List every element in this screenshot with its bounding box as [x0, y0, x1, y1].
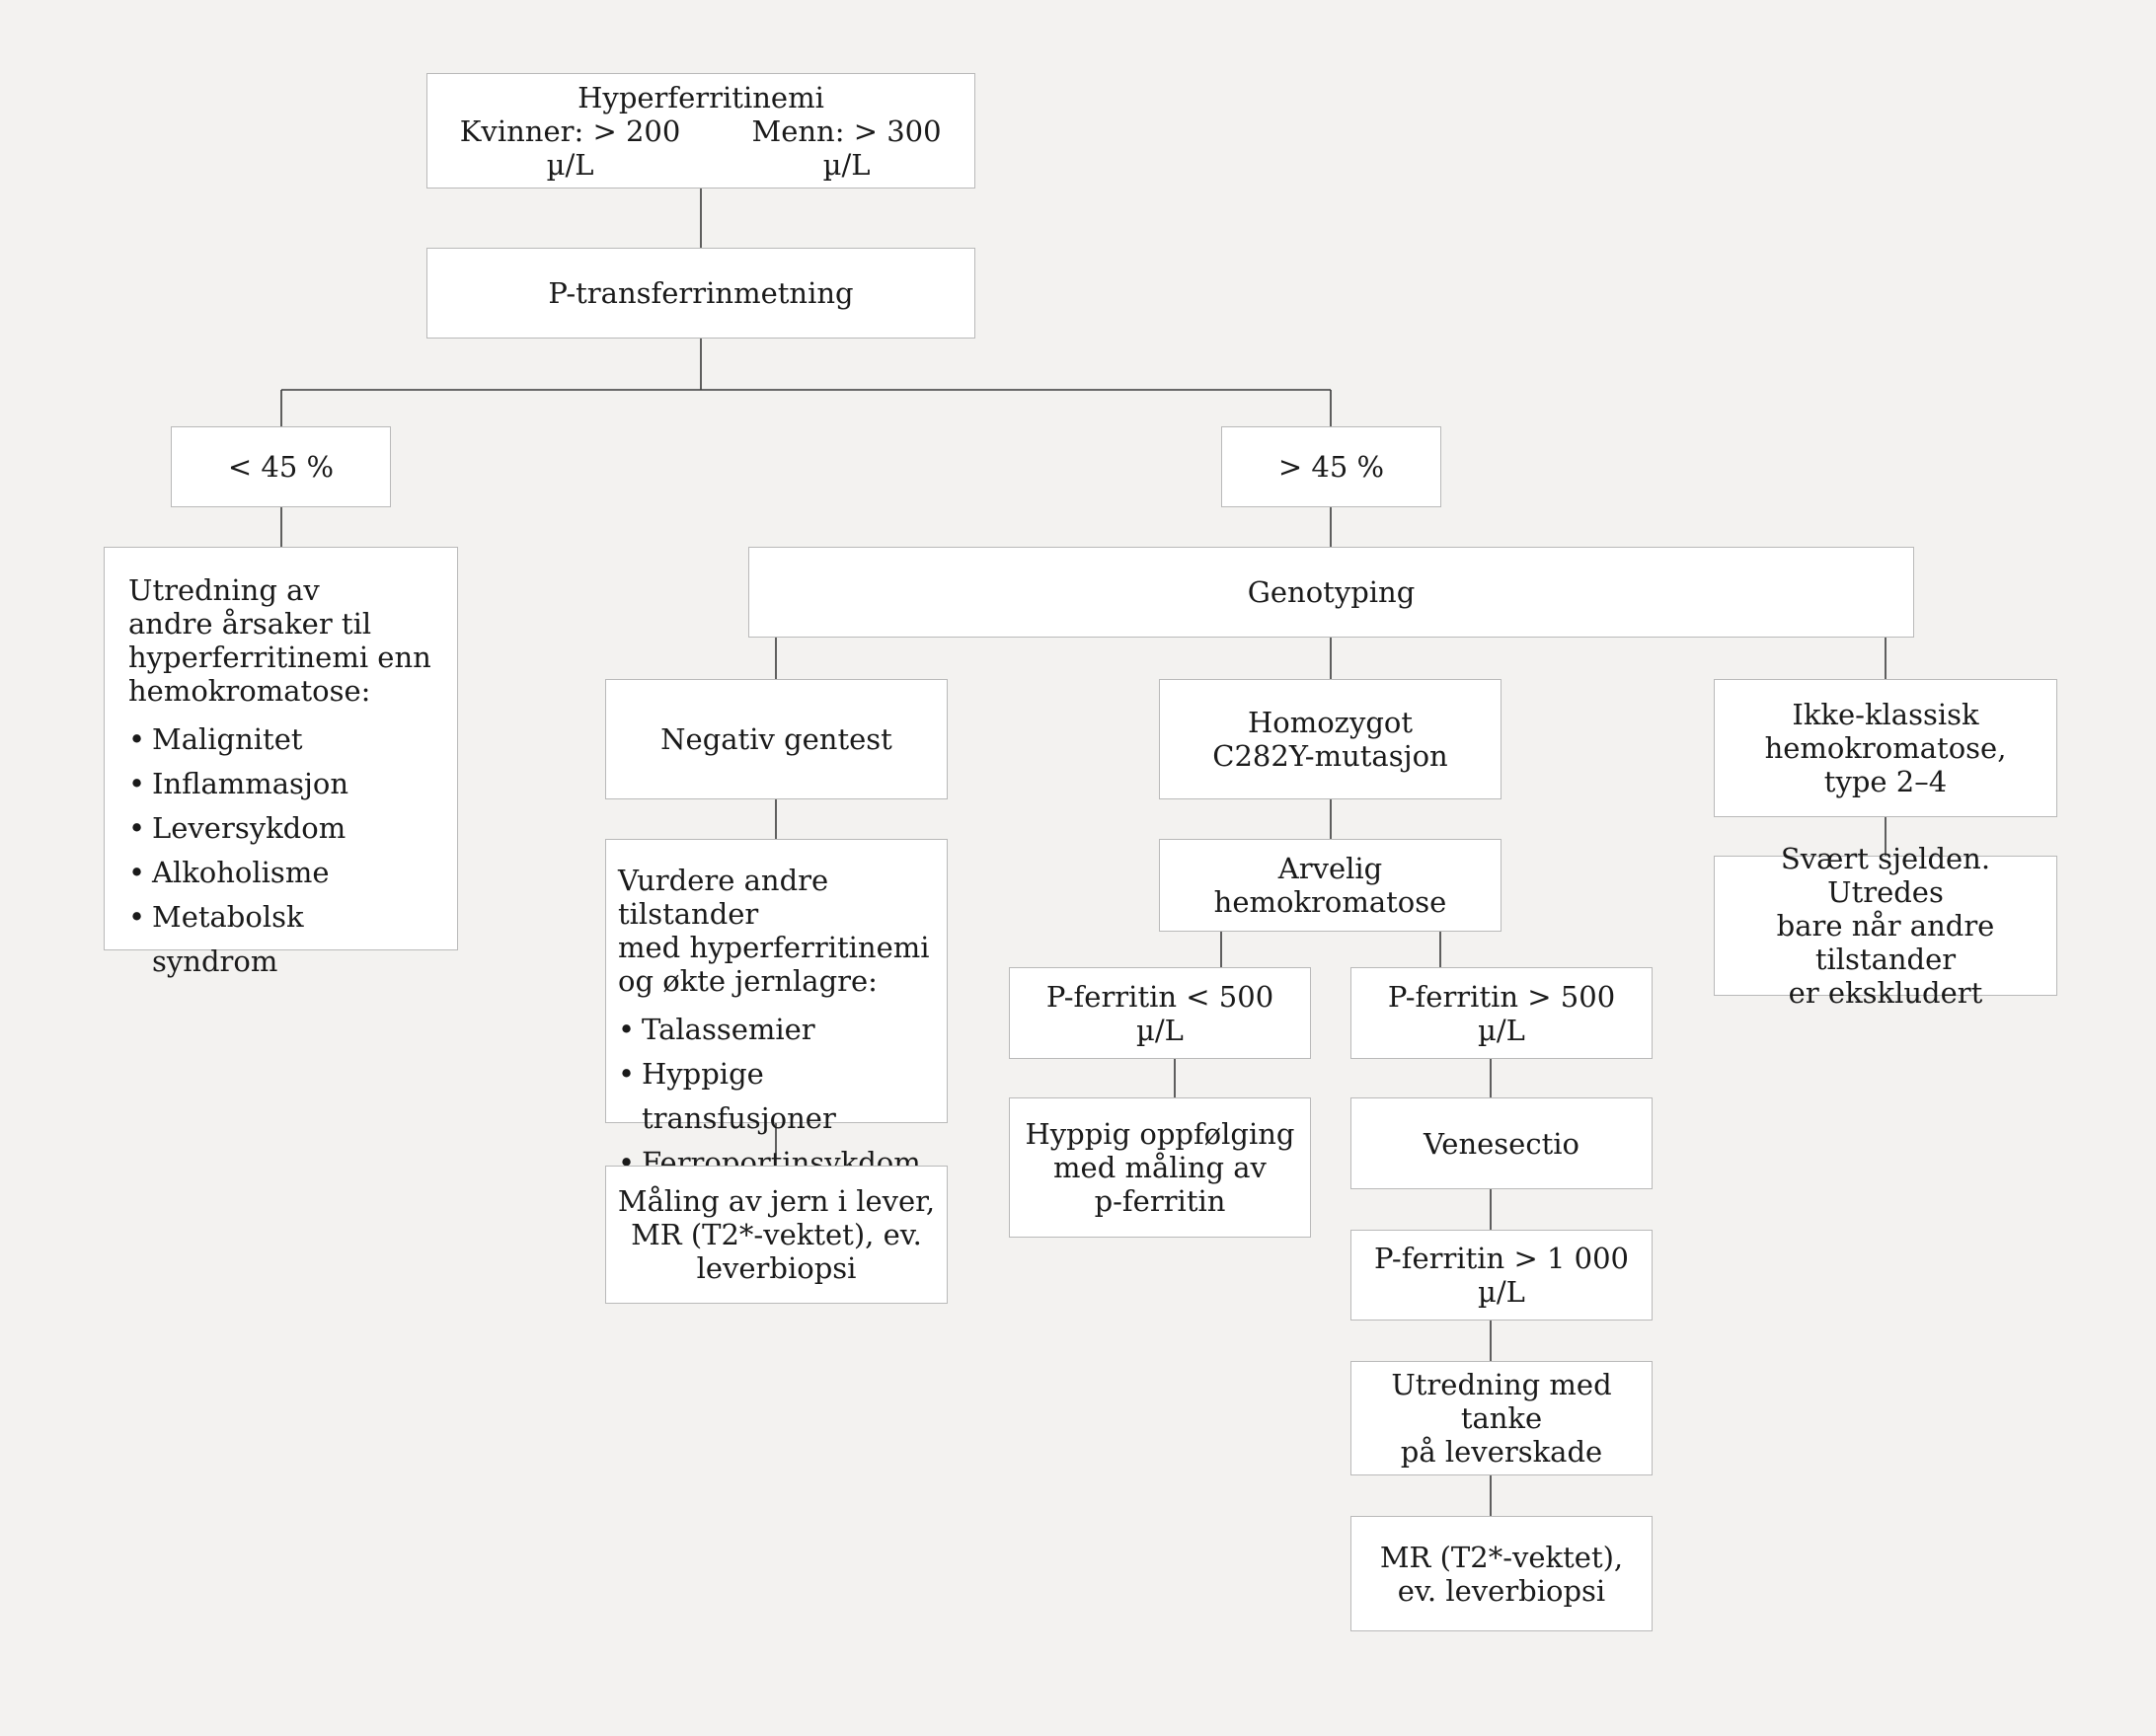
ferritin-above-1000-label: P-ferritin > 1 000 µ/L	[1374, 1242, 1629, 1309]
list-item: Alkoholisme	[128, 851, 433, 895]
followup-line: Hyppig oppfølging	[1025, 1117, 1295, 1151]
list-item: Leversykdom	[128, 806, 433, 851]
ferritin-above-1000-box: P-ferritin > 1 000 µ/L	[1350, 1230, 1653, 1321]
measure-line: MR (T2*-vektet), ev.	[631, 1218, 922, 1251]
hereditary-hemochromatosis-label: Arvelig hemokromatose	[1213, 852, 1447, 919]
followup-line: p-ferritin	[1094, 1184, 1226, 1218]
list-item: Metabolsk syndrom	[128, 895, 433, 984]
consider-list: Talassemier Hyppige transfusjoner Ferrop…	[618, 1008, 935, 1185]
negative-gene-test-label: Negativ gentest	[660, 722, 892, 756]
mr-liver-biopsy-box: MR (T2*-vektet), ev. leverbiopsi	[1350, 1516, 1653, 1631]
low-saturation-box: < 45 %	[171, 426, 391, 507]
frequent-followup-box: Hyppig oppfølging med måling av p-ferrit…	[1009, 1097, 1311, 1238]
mr-line: ev. leverbiopsi	[1397, 1573, 1606, 1608]
ferritin-below-500-box: P-ferritin < 500 µ/L	[1009, 967, 1311, 1059]
homozygous-line: C282Y-mutasjon	[1212, 739, 1448, 773]
nonclassic-line: hemokromatose,	[1764, 731, 2007, 765]
followup-line: med måling av	[1053, 1151, 1267, 1184]
list-item: Malignitet	[128, 717, 433, 762]
venesectio-box: Venesectio	[1350, 1097, 1653, 1189]
hyperferritinemia-box: Hyperferritinemi Kvinner: > 200 µ/L Menn…	[426, 73, 975, 189]
other-causes-box: Utredning av andre årsaker til hyperferr…	[104, 547, 458, 978]
rare-line: er ekskludert	[1788, 976, 1983, 1010]
ferritin-above-500-label: P-ferritin > 500 µ/L	[1387, 979, 1616, 1047]
transferrin-label: P-transferrinmetning	[548, 276, 854, 310]
liver-damage-assessment-box: Utredning med tanke på leverskade	[1350, 1361, 1653, 1475]
other-causes-list: Malignitet Inflammasjon Leversykdom Alko…	[128, 717, 433, 984]
very-rare-box: Svært sjelden. Utredes bare når andre ti…	[1714, 842, 2057, 1010]
measure-line: leverbiopsi	[696, 1251, 857, 1285]
rare-line: bare når andre tilstander	[1776, 909, 1995, 976]
ferritin-below-500-label: P-ferritin < 500 µ/L	[1045, 979, 1274, 1047]
high-saturation-label: > 45 %	[1277, 450, 1385, 484]
other-causes-line: hemokromatose:	[128, 674, 371, 708]
negative-gene-test-box: Negativ gentest	[605, 679, 948, 799]
liver-iron-measurement-box: Måling av jern i lever, MR (T2*-vektet),…	[605, 1166, 948, 1304]
high-saturation-box: > 45 %	[1221, 426, 1441, 507]
men-threshold: Menn: > 300 µ/L	[751, 113, 942, 182]
hyperferritinemia-title: Hyperferritinemi	[578, 80, 824, 114]
nonclassic-line: type 2–4	[1823, 765, 1948, 798]
women-threshold: Kvinner: > 200 µ/L	[459, 113, 681, 182]
consider-line: med hyperferritinemi	[618, 931, 930, 964]
list-item: Inflammasjon	[128, 762, 433, 806]
mr-line: MR (T2*-vektet),	[1379, 1540, 1624, 1574]
rare-line: Svært sjelden. Utredes	[1780, 842, 1991, 909]
consider-line: Vurdere andre tilstander	[618, 864, 829, 931]
homozygous-box: Homozygot C282Y-mutasjon	[1159, 679, 1502, 799]
venesectio-label: Venesectio	[1424, 1126, 1579, 1161]
consider-line: og økte jernlagre:	[618, 964, 878, 998]
list-item: Talassemier	[618, 1008, 935, 1052]
low-saturation-label: < 45 %	[227, 450, 335, 484]
measure-line: Måling av jern i lever,	[617, 1184, 936, 1218]
liver-damage-line: på leverskade	[1400, 1435, 1603, 1469]
ferritin-above-500-box: P-ferritin > 500 µ/L	[1350, 967, 1653, 1059]
other-causes-line: Utredning av	[128, 573, 320, 607]
other-causes-line: andre årsaker til	[128, 607, 372, 641]
nonclassic-line: Ikke-klassisk	[1792, 698, 1979, 731]
genotyping-label: Genotyping	[1247, 575, 1416, 609]
consider-conditions-box: Vurdere andre tilstander med hyperferrit…	[605, 839, 948, 1185]
liver-damage-line: Utredning med tanke	[1391, 1368, 1612, 1435]
transferrin-box: P-transferrinmetning	[426, 248, 975, 339]
list-item: Hyppige transfusjoner	[618, 1052, 935, 1141]
genotyping-box: Genotyping	[748, 547, 1914, 638]
other-causes-line: hyperferritinemi enn	[128, 641, 431, 674]
hereditary-hemochromatosis-box: Arvelig hemokromatose	[1159, 839, 1502, 932]
homozygous-line: Homozygot	[1247, 706, 1414, 739]
nonclassic-hemochromatosis-box: Ikke-klassisk hemokromatose, type 2–4	[1714, 679, 2057, 817]
